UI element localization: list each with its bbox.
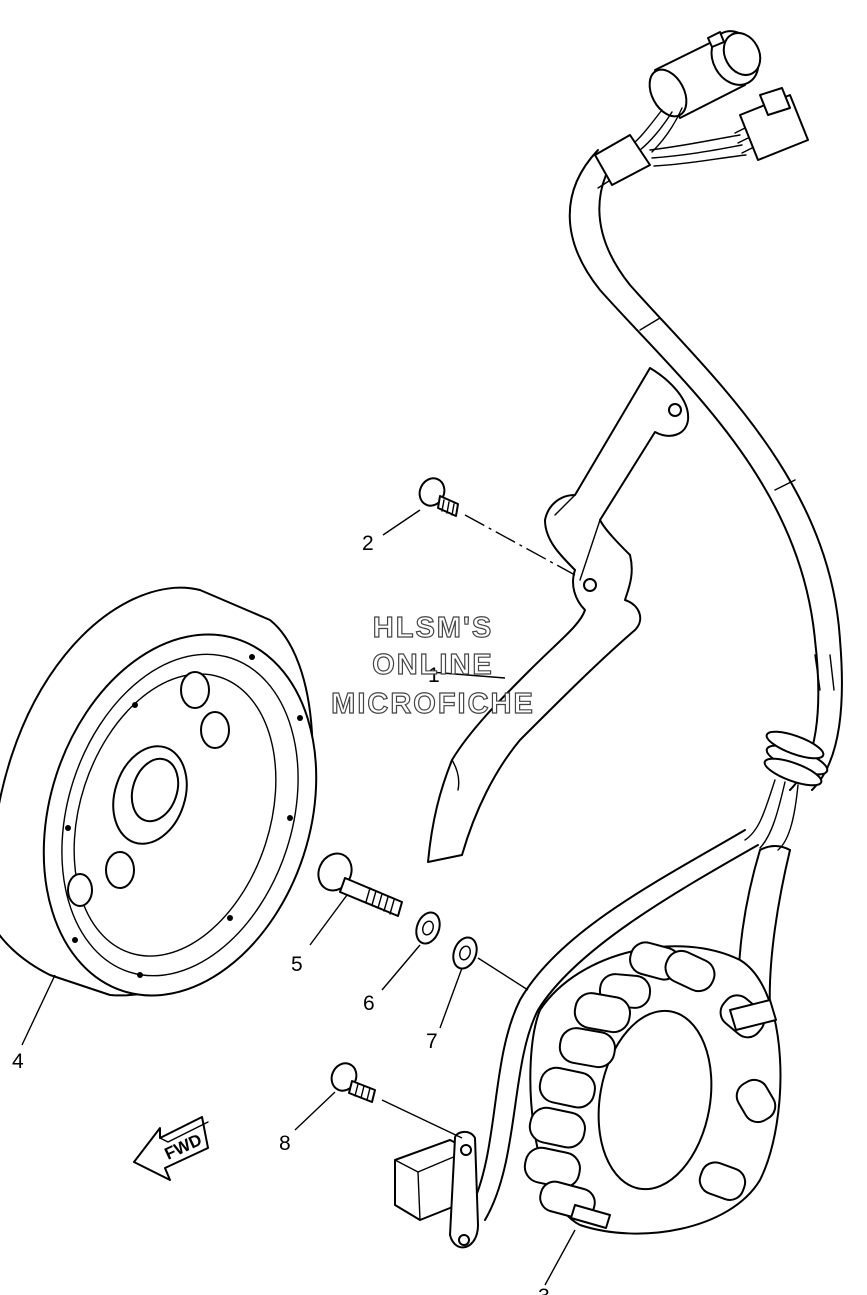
callout-3: 3 bbox=[538, 1285, 550, 1295]
wire-harness bbox=[469, 30, 843, 1221]
flywheel-rotor bbox=[0, 586, 318, 997]
pickup-screw bbox=[330, 1062, 463, 1139]
watermark-line-3: MICROFICHE bbox=[331, 688, 535, 720]
stator-coil bbox=[523, 941, 782, 1235]
watermark-line-2: ONLINE bbox=[372, 649, 494, 681]
grommet bbox=[763, 730, 829, 787]
washer-6 bbox=[415, 911, 441, 945]
square-connector bbox=[734, 87, 809, 161]
callout-2: 2 bbox=[362, 532, 374, 555]
watermark: HLSM'S ONLINE MICROFICHE bbox=[331, 611, 535, 720]
callout-6: 6 bbox=[363, 992, 375, 1015]
stator-bracket bbox=[427, 367, 690, 863]
watermark-line-1: HLSM'S bbox=[373, 612, 493, 644]
round-connector bbox=[648, 30, 762, 119]
fwd-arrow-icon: FWD bbox=[133, 1116, 209, 1181]
callout-7: 7 bbox=[426, 1030, 438, 1053]
callout-5: 5 bbox=[291, 953, 303, 976]
callout-4: 4 bbox=[12, 1050, 24, 1073]
callout-labels: 1 2 3 4 5 6 7 8 bbox=[12, 532, 550, 1295]
pickup-coil bbox=[394, 1131, 479, 1249]
leader-lines bbox=[21, 509, 576, 1286]
rotor-bolt bbox=[317, 852, 403, 917]
callout-1: 1 bbox=[428, 664, 440, 687]
callout-8: 8 bbox=[279, 1132, 291, 1155]
washer-7 bbox=[452, 936, 529, 991]
bracket-screw bbox=[418, 477, 576, 576]
